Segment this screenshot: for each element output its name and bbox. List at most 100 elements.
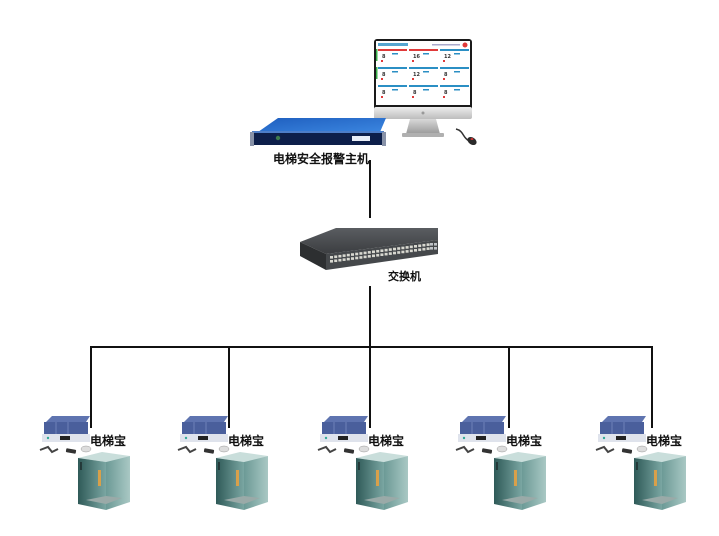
switch-port bbox=[422, 247, 426, 251]
switch-port bbox=[376, 249, 380, 253]
endpoint-label: 电梯宝 bbox=[90, 434, 127, 448]
screen-tile-indicator bbox=[443, 60, 445, 62]
switch-port bbox=[388, 252, 392, 255]
endpoint-unit-1: 电梯宝 bbox=[38, 416, 188, 536]
switch-port bbox=[409, 245, 413, 249]
screen-tile-bar bbox=[392, 89, 398, 91]
switch-port bbox=[380, 253, 384, 256]
switch-port bbox=[397, 251, 401, 254]
network-switch-icon bbox=[296, 224, 440, 272]
screen-tile-value: 8 bbox=[444, 72, 448, 78]
switch-port bbox=[351, 253, 354, 256]
screen-tile-bar bbox=[423, 71, 429, 73]
switch-port bbox=[393, 247, 396, 251]
elevator-car-icon bbox=[492, 452, 548, 514]
switch-port bbox=[355, 256, 359, 260]
bus-line bbox=[90, 346, 653, 348]
switch-port bbox=[397, 247, 401, 250]
screen-tile-indicator bbox=[381, 60, 383, 62]
switch-port bbox=[367, 255, 371, 258]
switch-port bbox=[367, 251, 371, 254]
elevator-box-device-icon bbox=[454, 416, 518, 460]
switch-port bbox=[409, 249, 413, 253]
screen-tile-header bbox=[378, 67, 407, 69]
screen-tile-indicator bbox=[412, 78, 414, 80]
switch-port bbox=[405, 250, 409, 253]
switch-port bbox=[372, 254, 375, 258]
switch-port bbox=[346, 257, 350, 261]
switch-port bbox=[418, 244, 422, 248]
switch-port bbox=[393, 251, 396, 255]
screen-tile-bar bbox=[423, 89, 429, 91]
elevator-car-icon bbox=[76, 452, 132, 514]
switch-port bbox=[405, 246, 409, 249]
endpoint-label: 电梯宝 bbox=[506, 434, 543, 448]
switch-port bbox=[330, 260, 333, 263]
screen-tile-header bbox=[440, 49, 469, 51]
switch-port bbox=[334, 259, 338, 263]
endpoint-label: 电梯宝 bbox=[646, 434, 683, 448]
switch-uplink-port bbox=[434, 243, 437, 246]
switch-port bbox=[363, 255, 367, 259]
switch-uplink-port bbox=[434, 247, 437, 250]
switch-port bbox=[338, 254, 342, 258]
switch-port bbox=[363, 251, 367, 255]
endpoint-label: 电梯宝 bbox=[368, 434, 405, 448]
switch-port bbox=[414, 245, 417, 248]
endpoint-unit-4: 电梯宝 bbox=[454, 416, 604, 536]
screen-tile-bar bbox=[392, 53, 398, 55]
switch-port bbox=[346, 253, 350, 257]
endpoint-unit-5: 电梯宝 bbox=[594, 416, 719, 536]
screen-tile-value: 16 bbox=[413, 54, 420, 60]
screen-tile-header bbox=[409, 67, 438, 69]
endpoint-label: 电梯宝 bbox=[228, 434, 265, 448]
switch-port bbox=[384, 252, 388, 256]
switch-port bbox=[342, 254, 346, 257]
screen-tile-value: 8 bbox=[413, 90, 417, 96]
screen-tile-indicator bbox=[381, 78, 383, 80]
switch-port bbox=[384, 248, 388, 252]
switch-port bbox=[330, 256, 333, 259]
screen-tile-bar bbox=[454, 71, 460, 73]
screen-tile-bar bbox=[392, 71, 398, 73]
screen-tile-header bbox=[409, 49, 438, 51]
switch-uplink-port bbox=[430, 247, 433, 250]
screen-tile-indicator bbox=[381, 96, 383, 98]
switch-port bbox=[372, 250, 375, 254]
screen-tile-header bbox=[378, 85, 407, 87]
branch-line-3 bbox=[369, 346, 371, 428]
switch-port bbox=[401, 250, 405, 254]
switch-label: 交换机 bbox=[388, 270, 421, 283]
switch-port bbox=[426, 247, 430, 250]
switch-port bbox=[355, 252, 359, 256]
screen-tile-header bbox=[440, 85, 469, 87]
switch-port bbox=[401, 246, 405, 250]
elevator-box-device-icon bbox=[38, 416, 102, 460]
screen-tile-header bbox=[378, 49, 407, 51]
endpoint-unit-2: 电梯宝 bbox=[176, 416, 326, 536]
switch-port bbox=[414, 249, 417, 252]
server-rack-icon bbox=[248, 116, 386, 146]
switch-port bbox=[359, 252, 363, 255]
switch-port bbox=[351, 257, 354, 260]
switch-port bbox=[380, 249, 384, 252]
branch-line-5 bbox=[651, 346, 653, 428]
screen-tile-value: 8 bbox=[382, 72, 386, 78]
screen-tile-header bbox=[440, 67, 469, 69]
switch-port bbox=[426, 243, 430, 246]
screen-tile-indicator bbox=[412, 60, 414, 62]
screen-tile-indicator bbox=[412, 96, 414, 98]
screen-status-strip bbox=[376, 67, 378, 79]
screen-tile-value: 12 bbox=[413, 72, 420, 78]
host-label: 电梯安全报警主机 bbox=[273, 152, 370, 166]
switch-port bbox=[338, 258, 342, 262]
elevator-box-device-icon bbox=[594, 416, 658, 460]
screen-tile-bar bbox=[423, 53, 429, 55]
switch-port bbox=[418, 248, 422, 252]
screen-tile-header bbox=[409, 85, 438, 87]
host-to-switch-line bbox=[369, 160, 371, 218]
switch-uplink-port bbox=[430, 243, 433, 246]
screen-tile-bar bbox=[454, 89, 460, 91]
branch-line-4 bbox=[508, 346, 510, 428]
